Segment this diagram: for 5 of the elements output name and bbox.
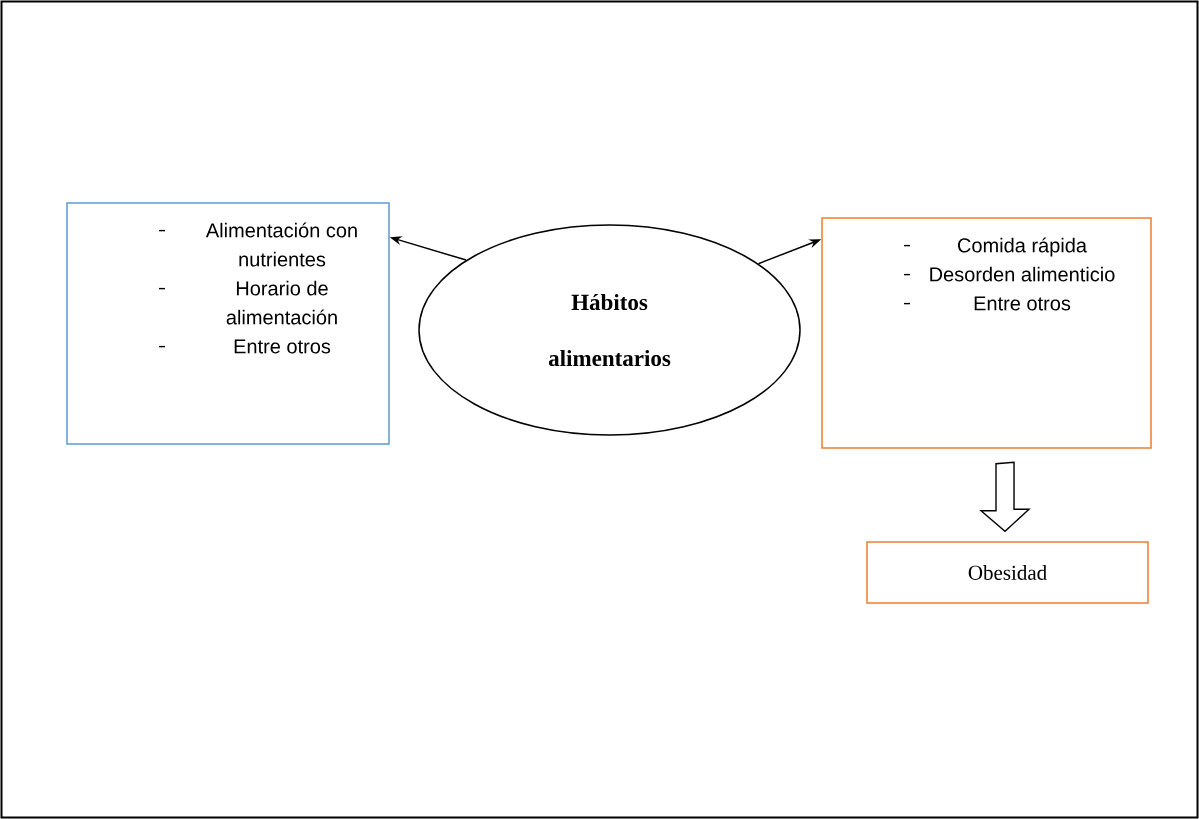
block-arrow	[979, 461, 1031, 533]
list-box: Alimentación con nutrientes Horario de alimentación Entre otros	[66, 202, 390, 445]
list-box: Comida rápida Desorden alimenticio Entre otros	[821, 217, 1152, 449]
result-box: Obesidad	[866, 541, 1149, 604]
oval-node: Hábitos alimentarios	[418, 224, 801, 436]
